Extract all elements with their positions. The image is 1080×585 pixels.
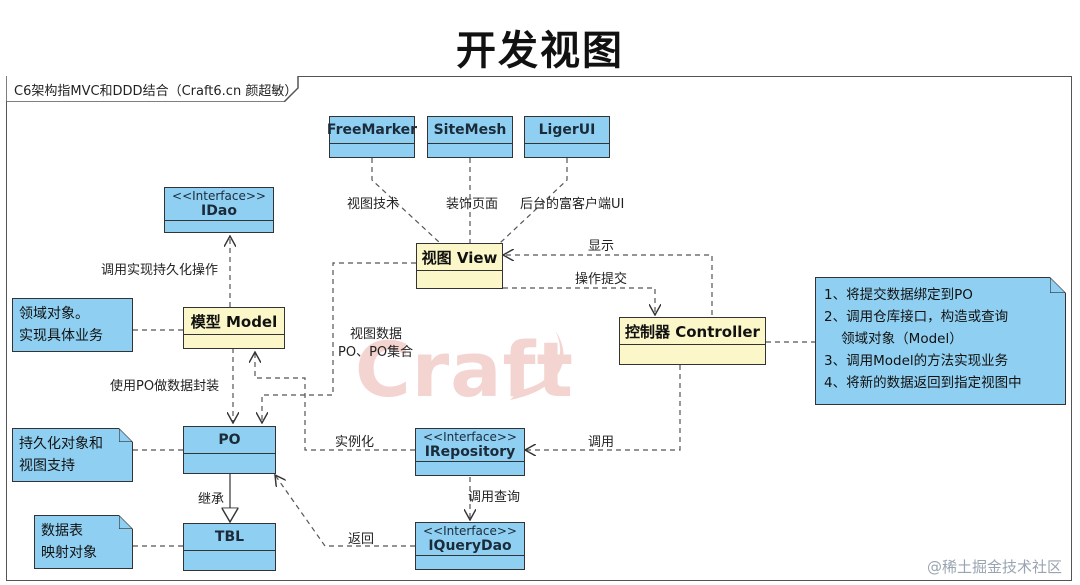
domain-note-line-1: 领域对象。 [19,306,89,322]
view-title: 视图 View [417,244,502,271]
table-note: 数据表 映射对象 [34,515,133,569]
sitemesh-box: SiteMesh [427,116,513,158]
persist-note-line-1: 持久化对象和 [19,436,103,452]
diagram-frame [6,76,1072,581]
label-backend-ui: 后台的富客户端UI [520,197,625,212]
controller-note-line-1: 1、将提交数据绑定到PO [824,287,973,303]
model-title: 模型 Model [184,308,284,335]
idao-stereotype: <<Interface>> [172,189,266,203]
note-fold-icon [1050,277,1066,293]
label-instantiate: 实例化 [335,435,375,450]
table-note-line-1: 数据表 [41,523,83,539]
po-title: PO [184,427,275,454]
ligerui-title: LigerUI [525,117,609,144]
frame-tab [6,76,306,102]
table-note-line-2: 映射对象 [41,545,97,561]
iquerydao-name: IQueryDao [428,538,512,554]
note-fold-icon [119,515,133,529]
iquerydao-box: <<Interface>> IQueryDao [415,522,525,570]
note-fold-icon [119,428,133,442]
label-view-tech: 视图技术 [347,197,400,212]
domain-note: 领域对象。 实现具体业务 [12,298,133,352]
label-return: 返回 [348,532,375,547]
idao-name: IDao [201,203,237,219]
idao-box: <<Interface>> IDao [164,187,274,233]
irepository-name: IRepository [424,444,516,460]
source-watermark: @稀土掘金技术社区 [926,558,1062,576]
controller-note-line-2: 2、调用仓库接口，构造或查询 [824,309,1009,325]
page-title: 开发视图 [456,28,624,74]
controller-title: 控制器 Controller [620,318,765,345]
view-box: 视图 View [416,243,503,289]
label-view-data-2: PO、PO集合 [338,345,414,360]
craft-watermark: Craft [355,325,574,414]
sitemesh-title: SiteMesh [428,117,512,144]
ligerui-box: LigerUI [524,116,610,158]
label-display: 显示 [588,239,615,254]
label-view-data-1: 视图数据 [350,327,403,342]
label-call: 调用 [588,435,615,450]
controller-note-line-3: 领域对象（Model） [824,331,963,347]
label-encapsulate: 使用PO做数据封装 [110,379,220,394]
iquerydao-stereotype: <<Interface>> [423,524,517,538]
label-submit: 操作提交 [575,272,628,287]
domain-note-line-2: 实现具体业务 [19,328,103,344]
controller-note: 1、将提交数据绑定到PO 2、调用仓库接口，构造或查询 领域对象（Model） … [815,277,1066,405]
controller-note-line-5: 4、将新的数据返回到指定视图中 [824,375,1022,391]
controller-note-line-4: 3、调用Model的方法实现业务 [824,353,1009,369]
irepository-stereotype: <<Interface>> [423,430,517,444]
controller-box: 控制器 Controller [619,317,766,365]
tbl-title: TBL [184,524,275,551]
persist-note: 持久化对象和 视图支持 [12,428,133,482]
watermark-swirl-icon [510,330,564,400]
irepository-head: <<Interface>> IRepository [416,429,524,462]
irepository-box: <<Interface>> IRepository [415,428,525,476]
label-query-call: 调用查询 [468,490,521,505]
po-box: PO [183,426,276,474]
label-decorate-page: 装饰页面 [446,197,499,212]
iquerydao-head: <<Interface>> IQueryDao [416,523,524,556]
frame-label: C6架构指MVC和DDD结合（Craft6.cn 颜超敏） [14,84,298,99]
persist-note-line-2: 视图支持 [19,458,75,474]
idao-head: <<Interface>> IDao [165,188,273,221]
label-call-persist: 调用实现持久化操作 [101,263,219,278]
freemarker-box: FreeMarker [327,116,417,158]
label-inherit: 继承 [198,492,225,507]
tbl-box: TBL [183,523,276,571]
model-box: 模型 Model [183,307,285,349]
freemarker-title: FreeMarker [327,117,417,144]
